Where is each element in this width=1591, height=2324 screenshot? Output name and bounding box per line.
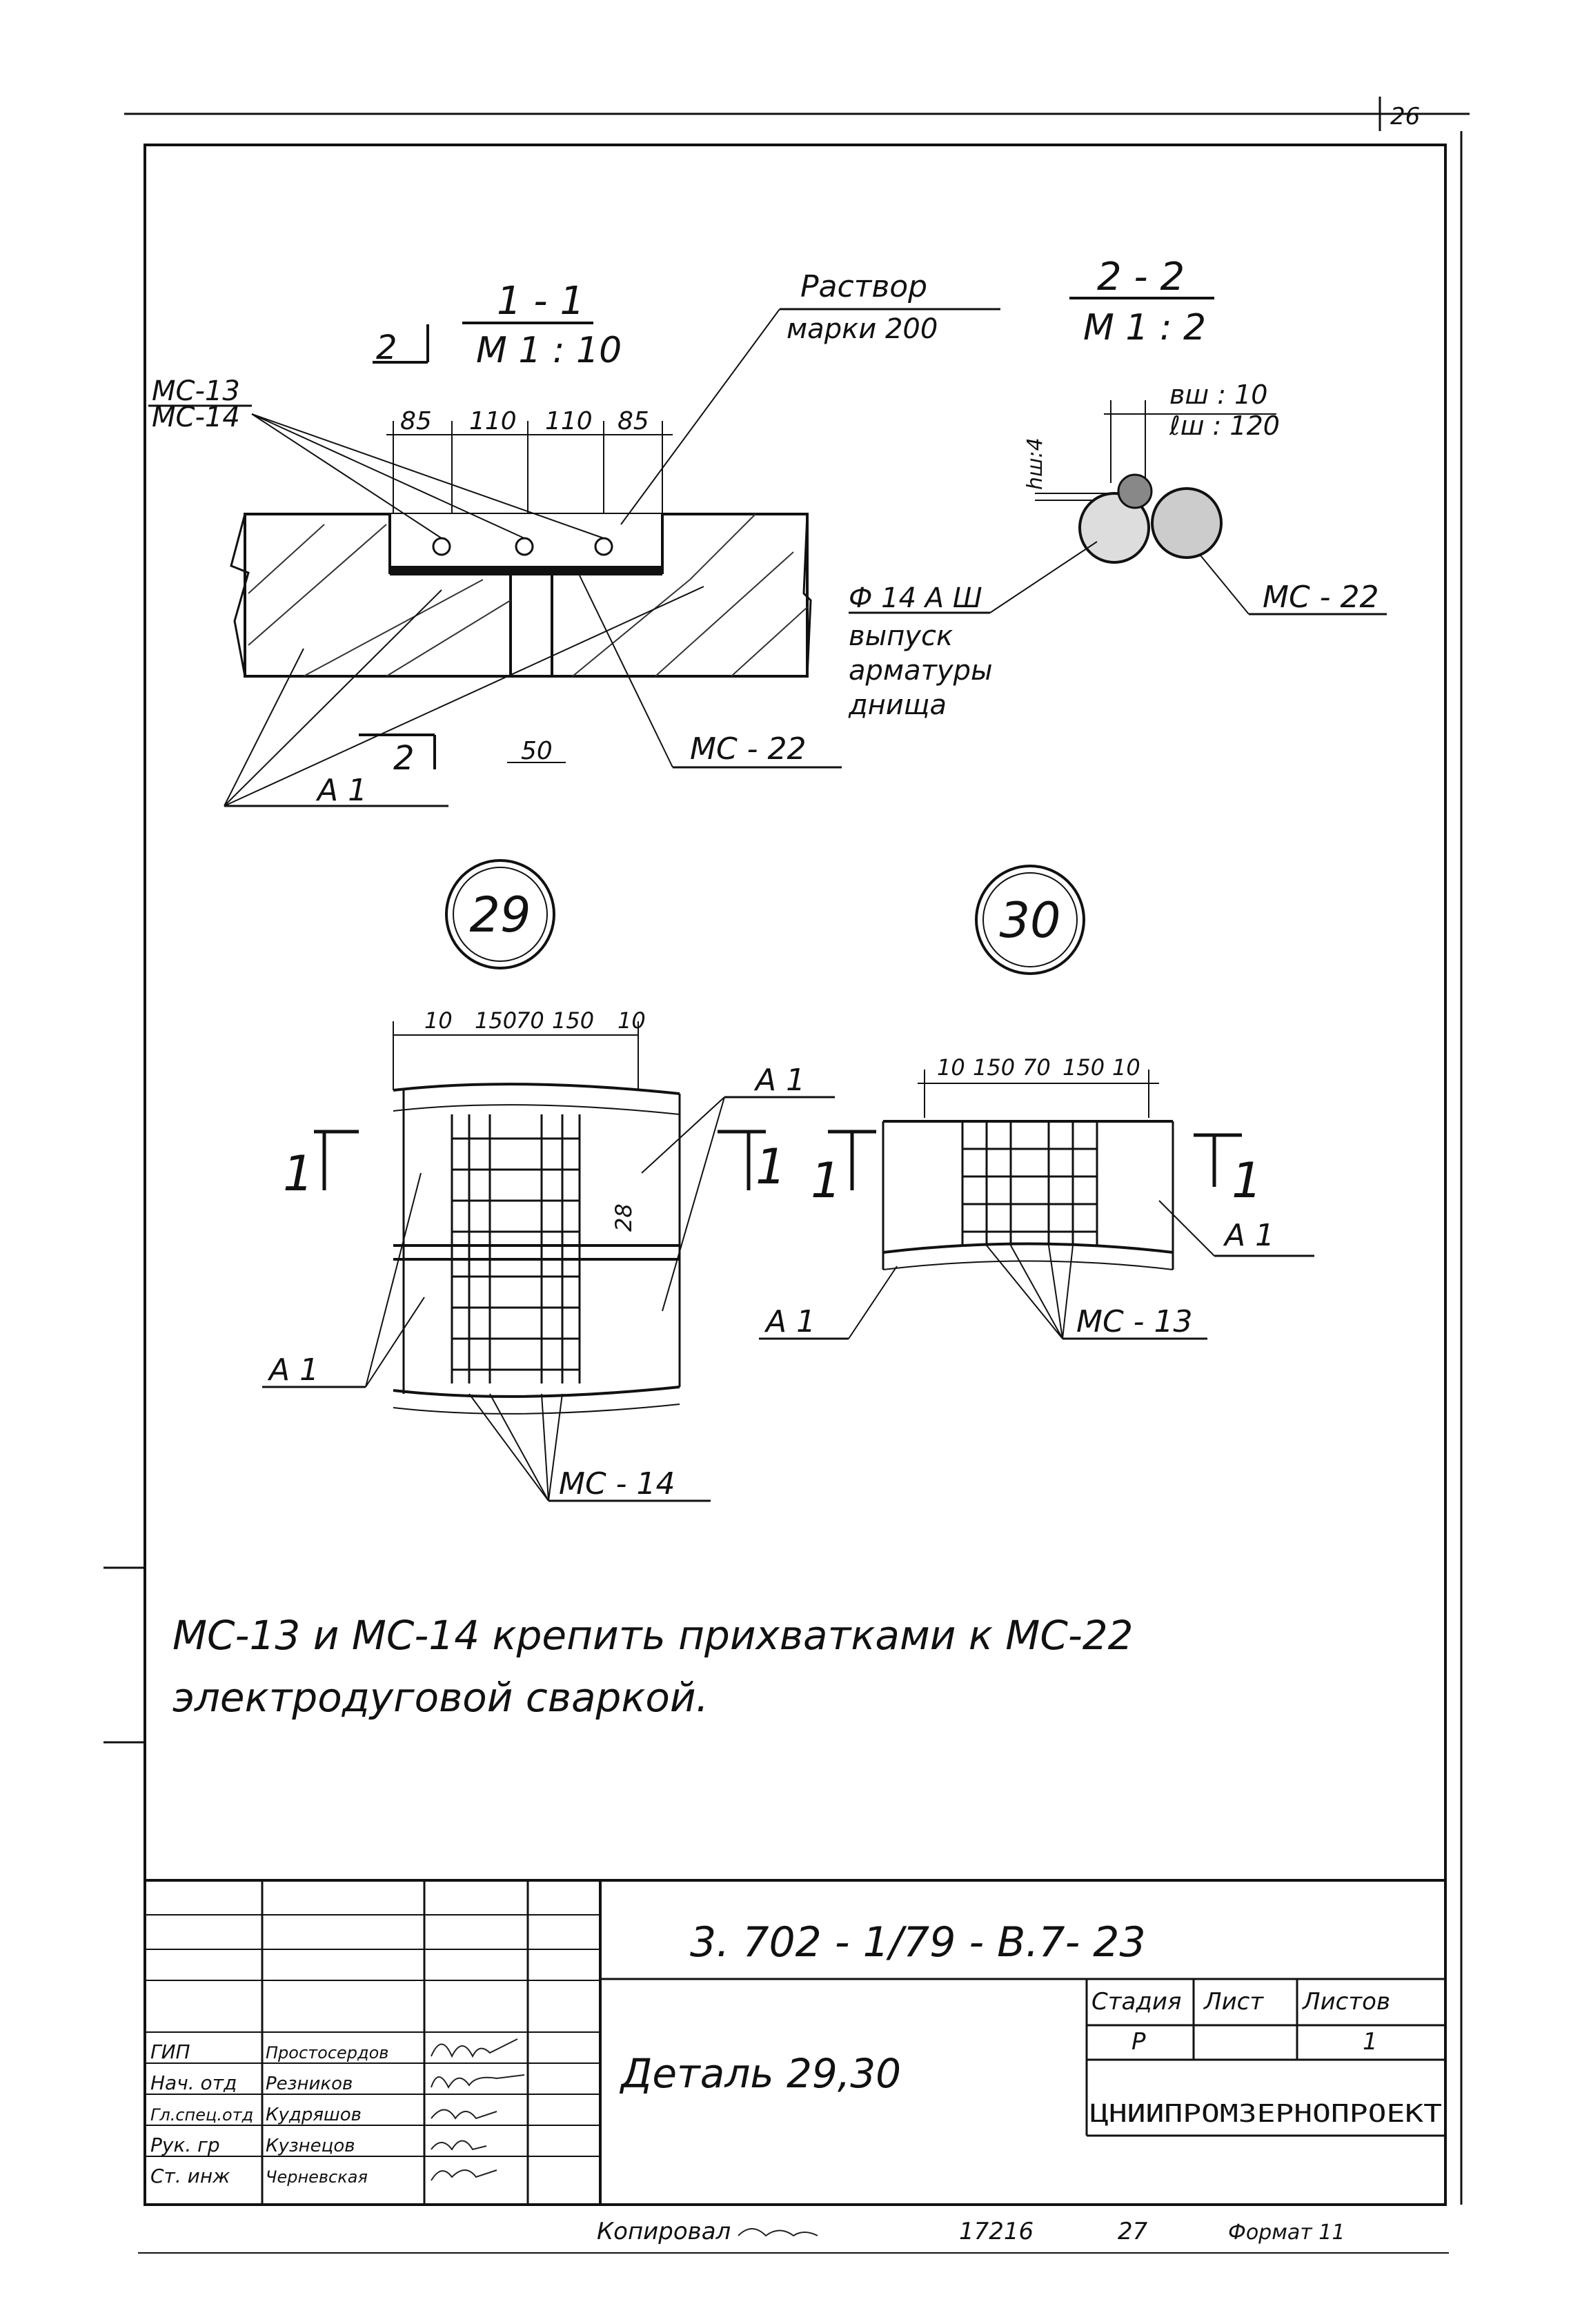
label-mc13: МС-13 xyxy=(152,375,240,407)
label-rebar-4: днища xyxy=(848,689,947,721)
d30-a1-left: А 1 xyxy=(764,1304,816,1339)
section-2-scale: М 1 : 2 xyxy=(1083,307,1206,348)
d30-dim-150-left: 150 xyxy=(973,1054,1015,1081)
sheets-value: 1 xyxy=(1363,2028,1378,2056)
label-a1-section: А 1 xyxy=(315,773,367,808)
name-4: Черневская xyxy=(266,2167,368,2187)
name-3: Кузнецов xyxy=(266,2136,355,2156)
role-4: Ст. инж xyxy=(150,2165,230,2187)
label-rebar-3: арматуры xyxy=(849,655,993,687)
section-2-2: 2 - 2 М 1 : 2 вш : 10 ℓш : 120 hш:4 Ф 14… xyxy=(848,255,1387,721)
d29-gap: 28 xyxy=(611,1203,637,1232)
section-1-1: 1 - 1 М 1 : 10 2 85 110 110 85 xyxy=(148,269,1000,808)
d29-mc14: МС - 14 xyxy=(559,1466,675,1501)
name-1: Резников xyxy=(266,2074,353,2094)
sheet-header: Лист xyxy=(1203,1988,1264,2016)
d30-dim-10-right: 10 xyxy=(1112,1054,1140,1081)
d30-mc13: МС - 13 xyxy=(1076,1304,1193,1339)
organization: ЦНИИПРОМЗЕРНОПРОЕКТ xyxy=(1090,2100,1442,2128)
dim-weld-length: ℓш : 120 xyxy=(1169,411,1280,441)
d29-dim-70: 70 xyxy=(516,1007,544,1034)
dim-85-right: 85 xyxy=(617,407,649,435)
signature-roles: ГИП Нач. отд Гл.спец.отд Рук. гр Ст. инж… xyxy=(150,2040,388,2187)
label-rebar-1: Ф 14 А Ш xyxy=(849,582,982,614)
d30-cut-right: 1 xyxy=(1232,1152,1263,1209)
d29-dim-150-left: 150 xyxy=(475,1007,517,1034)
role-1: Нач. отд xyxy=(150,2071,237,2094)
section-2-title: 2 - 2 xyxy=(1097,255,1185,299)
sheet-number: 26 xyxy=(1390,103,1420,130)
footer-order: 17216 xyxy=(959,2218,1034,2245)
label-mc22-section2: МС - 22 xyxy=(1263,580,1379,615)
detail-29: 29 10 150 70 150 10 xyxy=(262,859,835,1502)
dim-85-left: 85 xyxy=(400,407,432,435)
note-line-1: МС-13 и МС-14 крепить прихватками к МС-2… xyxy=(172,1612,1134,1659)
drawing-code: 3. 702 - 1/79 - В.7- 23 xyxy=(690,1918,1146,1967)
d30-dim-10-left: 10 xyxy=(937,1054,965,1081)
d29-cut-left: 1 xyxy=(283,1145,314,1202)
name-2: Кудряшов xyxy=(266,2105,362,2125)
d29-dim-10-right: 10 xyxy=(617,1007,646,1034)
d30-dim-70: 70 xyxy=(1022,1054,1051,1081)
dim-weld-height: hш:4 xyxy=(1023,437,1047,490)
stage-value: Р xyxy=(1132,2028,1146,2056)
section-1-scale: М 1 : 10 xyxy=(476,330,622,371)
label-rebar-2: выпуск xyxy=(849,620,953,652)
dim-110-left: 110 xyxy=(469,407,517,435)
d29-dim-10-left: 10 xyxy=(424,1007,453,1034)
label-mc14: МС-14 xyxy=(152,402,240,433)
label-mc22: МС - 22 xyxy=(690,731,807,767)
d30-cut-left: 1 xyxy=(811,1152,842,1209)
label-mortar-1: Раствор xyxy=(800,269,927,304)
note-line-2: электродуговой сваркой. xyxy=(172,1674,709,1721)
footer-copied: Копировал xyxy=(597,2218,731,2245)
d29-a1-left: А 1 xyxy=(267,1352,319,1388)
label-mortar-2: марки 200 xyxy=(787,313,938,345)
role-2: Гл.спец.отд xyxy=(150,2105,253,2125)
d30-a1-right: А 1 xyxy=(1223,1218,1274,1253)
detail-29-number: 29 xyxy=(469,887,531,943)
d30-dim-150-right: 150 xyxy=(1063,1054,1105,1081)
role-0: ГИП xyxy=(150,2040,190,2063)
dim-50: 50 xyxy=(521,737,553,765)
signatures xyxy=(431,2038,525,2181)
footer-num: 27 xyxy=(1118,2218,1148,2245)
stage-header: Стадия xyxy=(1091,1988,1181,2016)
dim-110-right: 110 xyxy=(545,407,593,435)
d29-a1-top: А 1 xyxy=(753,1063,805,1098)
footer: Копировал 17216 27 Формат 11 xyxy=(138,2218,1449,2254)
detail-30: 30 10 150 70 150 10 1 1 xyxy=(759,865,1314,1340)
title-block xyxy=(144,1879,1447,2206)
dim-weld-width: вш : 10 xyxy=(1169,380,1267,410)
d29-cut-right: 1 xyxy=(755,1139,787,1195)
detail-30-number: 30 xyxy=(999,892,1060,949)
section-1-title: 1 - 1 xyxy=(497,279,584,324)
cut-mark-2-top: 2 xyxy=(376,328,397,367)
sheets-header: Листов xyxy=(1301,1988,1390,2016)
cut-mark-2-bottom: 2 xyxy=(393,739,415,778)
d29-dim-150-right: 150 xyxy=(552,1007,594,1034)
drawing-title: Деталь 29,30 xyxy=(619,2050,901,2097)
footer-format: Формат 11 xyxy=(1228,2220,1345,2245)
name-0: Простосердов xyxy=(266,2043,388,2062)
role-3: Рук. гр xyxy=(150,2134,220,2156)
